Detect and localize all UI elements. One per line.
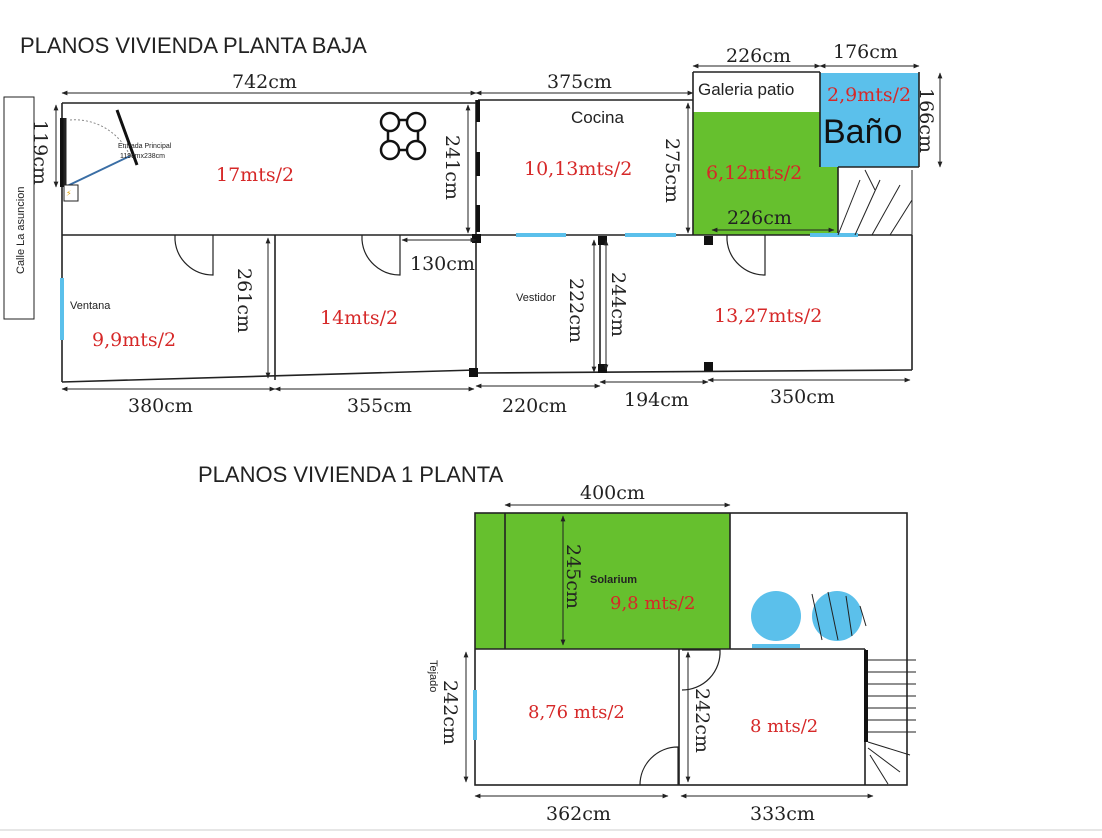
galeria-label: Galeria patio bbox=[698, 80, 794, 99]
dim-742: 742cm bbox=[232, 71, 297, 93]
dim-245: 245cm bbox=[562, 544, 584, 609]
dim-226-inner: 226cm bbox=[727, 207, 792, 229]
dim-242-left: 242cm bbox=[439, 680, 461, 745]
entrance-door: ⚡ bbox=[63, 109, 139, 202]
dim-194: 194cm bbox=[624, 389, 689, 411]
dim-166: 166cm bbox=[915, 88, 937, 153]
dim-261: 261cm bbox=[233, 268, 255, 333]
entrance-size: 119cmx238cm bbox=[120, 153, 165, 160]
salon-area: 17mts/2 bbox=[216, 164, 294, 186]
dining-table-icon bbox=[379, 111, 427, 161]
dim-362: 362cm bbox=[546, 803, 611, 825]
water-tanks-icon bbox=[751, 591, 867, 648]
dim-355: 355cm bbox=[347, 395, 412, 417]
dim-176: 176cm bbox=[833, 41, 898, 63]
solarium-label: Solarium bbox=[590, 574, 637, 586]
dim-333: 333cm bbox=[750, 803, 815, 825]
dim-275: 275cm bbox=[661, 138, 683, 203]
top-dimension-lines bbox=[61, 63, 920, 96]
dim-226-top: 226cm bbox=[726, 45, 791, 67]
dim-130: 130cm bbox=[410, 253, 475, 275]
street-label: Calle La asuncion bbox=[3, 96, 35, 320]
entrance-label: Entrada Principal bbox=[118, 143, 172, 150]
solarium-fill bbox=[475, 513, 730, 649]
dorm2-area: 14mts/2 bbox=[320, 307, 398, 329]
dim-119: 119cm bbox=[29, 120, 51, 185]
ground-windows bbox=[60, 233, 858, 340]
structural-columns bbox=[60, 100, 713, 377]
dim-241: 241cm bbox=[441, 135, 463, 200]
galeria-area: 6,12mts/2 bbox=[706, 162, 802, 184]
bano-area: 2,9mts/2 bbox=[827, 84, 911, 106]
stairs-icon bbox=[837, 169, 913, 236]
room1-area: 8,76 mts/2 bbox=[528, 702, 625, 723]
power-icon: ⚡ bbox=[66, 189, 72, 198]
door-swings-ground bbox=[174, 235, 766, 276]
tejado-label: Tejado bbox=[427, 660, 439, 692]
first-floor-stairs-icon bbox=[867, 659, 916, 785]
galeria-patio-fill bbox=[693, 112, 838, 235]
window-label: Ventana bbox=[70, 300, 111, 312]
dorm3-area: 13,27mts/2 bbox=[714, 305, 822, 327]
cocina-area: 10,13mts/2 bbox=[524, 158, 632, 180]
dim-242-mid: 242cm bbox=[691, 688, 713, 753]
dorm1-area: 9,9mts/2 bbox=[92, 329, 176, 351]
street-name: Calle La asuncion bbox=[15, 187, 27, 274]
solarium-area: 9,8 mts/2 bbox=[610, 593, 695, 614]
dim-244: 244cm bbox=[607, 272, 629, 337]
dim-350: 350cm bbox=[770, 386, 835, 408]
dim-375: 375cm bbox=[547, 71, 612, 93]
vertical-dimension-lines bbox=[53, 72, 943, 379]
room2-area: 8 mts/2 bbox=[750, 716, 818, 737]
first-floor-title: PLANOS VIVIENDA 1 PLANTA bbox=[198, 462, 504, 487]
dim-220: 220cm bbox=[502, 395, 567, 417]
ground-floor-title: PLANOS VIVIENDA PLANTA BAJA bbox=[20, 33, 367, 58]
bottom-dimension-lines bbox=[61, 377, 911, 392]
first-floor-walls bbox=[474, 512, 908, 786]
dim-400: 400cm bbox=[580, 482, 645, 504]
cocina-label: Cocina bbox=[571, 108, 624, 127]
vestidor-label: Vestidor bbox=[516, 292, 556, 304]
dim-222: 222cm bbox=[565, 278, 587, 343]
dim-380: 380cm bbox=[128, 395, 193, 417]
bano-fill bbox=[820, 73, 919, 167]
bano-label: Baño bbox=[823, 113, 902, 151]
